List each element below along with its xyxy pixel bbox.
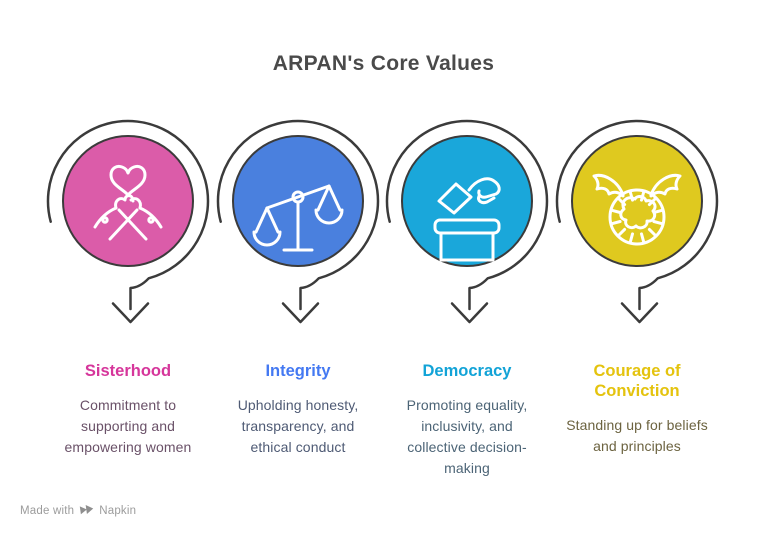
- heart-hands-icon-part: [109, 164, 147, 197]
- winged-lion-icon-part: [647, 197, 657, 207]
- heart-hands-icon-part: [129, 197, 142, 210]
- ballot-box-icon-part: [437, 182, 473, 215]
- down-arrow-icon: [620, 302, 659, 324]
- winged-lion-icon: [592, 173, 682, 246]
- winged-lion-icon-part: [652, 208, 664, 214]
- winged-lion-icon-part: [592, 173, 625, 198]
- winged-lion-icon-part: [628, 232, 634, 244]
- balance-scale-icon-part: [314, 208, 344, 225]
- sisterhood-unit-svg: [46, 119, 210, 324]
- sisterhood-graphic: [43, 103, 213, 335]
- balance-scale-icon-part: [265, 184, 331, 210]
- orbit-arc: [385, 119, 549, 311]
- democracy-unit-svg: [385, 119, 549, 324]
- winged-lion-icon-part: [608, 188, 666, 246]
- integrity-graphic: [213, 103, 383, 335]
- ballot-box-icon-part: [477, 194, 496, 205]
- value-column-courage: Courage of Conviction Standing up for be…: [552, 103, 722, 457]
- value-column-sisterhood: Sisterhood Commitment to supporting and …: [43, 103, 213, 458]
- balance-scale-icon-part: [252, 230, 282, 247]
- made-with-napkin-watermark: Made with Napkin: [20, 503, 136, 519]
- down-arrow-icon: [111, 302, 150, 324]
- heart-hands-icon-part: [93, 206, 118, 229]
- napkin-logo-icon: [78, 502, 95, 520]
- down-arrow-icon: [450, 302, 489, 324]
- napkin-logo-svg: [80, 505, 94, 515]
- ballot-box-icon: [433, 177, 501, 262]
- balance-scale-icon-part: [291, 190, 305, 204]
- heart-hands-icon-part: [101, 216, 109, 224]
- winged-lion-icon-part: [652, 220, 664, 226]
- balance-scale-icon-part: [316, 184, 342, 212]
- heart-hands-icon-part: [114, 194, 135, 210]
- heart-hands-icon-part: [117, 208, 148, 241]
- orbit-arc: [216, 119, 380, 311]
- winged-lion-icon-part: [619, 195, 657, 230]
- balance-scale-icon: [252, 184, 344, 252]
- heart-hands-icon: [93, 164, 163, 241]
- winged-lion-icon-part: [610, 220, 622, 226]
- winged-lion-icon-part: [610, 208, 622, 214]
- winged-lion-icon-part: [617, 227, 627, 237]
- down-arrow-icon: [281, 302, 320, 324]
- balance-scale-icon-part: [254, 206, 280, 234]
- heart-hands-icon-part: [147, 216, 155, 224]
- value-column-integrity: Integrity Upholding honesty, transparenc…: [213, 103, 383, 458]
- made-with-text: Made with: [20, 505, 75, 517]
- winged-lion-icon-part: [640, 190, 646, 202]
- democracy-graphic: [382, 103, 552, 335]
- value-description-sisterhood: Commitment to supporting and empowering …: [64, 397, 192, 455]
- heart-hands-icon-part: [138, 206, 163, 229]
- winged-lion-icon-part: [617, 197, 627, 207]
- winged-lion-icon-part: [640, 232, 646, 244]
- winged-lion-icon-part: [628, 190, 634, 202]
- courage-of-conviction-unit-svg: [555, 119, 719, 324]
- value-label-democracy: Democracy: [422, 362, 512, 380]
- napkin-logo-triangle-1: [80, 506, 88, 515]
- value-description-democracy: Promoting equality, inclusivity, and col…: [406, 397, 528, 476]
- napkin-brand-text: Napkin: [99, 505, 137, 517]
- ballot-box-icon-part: [439, 231, 495, 262]
- winged-lion-icon-part: [647, 227, 657, 237]
- value-column-democracy: Democracy Promoting equality, inclusivit…: [382, 103, 552, 479]
- integrity-unit-svg: [216, 119, 380, 324]
- heart-hands-icon-part: [108, 208, 139, 241]
- value-label-courage: Courage of Conviction: [593, 362, 681, 400]
- napkin-logo-triangle-2: [85, 505, 94, 514]
- courage-graphic: [552, 103, 722, 335]
- page-title: ARPAN's Core Values: [272, 52, 495, 75]
- orbit-arc: [46, 119, 210, 311]
- sisterhood-circle: [62, 135, 194, 267]
- orbit-arc: [555, 119, 719, 311]
- value-label-sisterhood: Sisterhood: [84, 362, 172, 380]
- courage-of-conviction-circle: [571, 135, 703, 267]
- value-description-integrity: Upholding honesty, transparency, and eth…: [237, 397, 359, 455]
- value-label-integrity: Integrity: [265, 362, 331, 380]
- value-description-courage: Standing up for beliefs and principles: [566, 417, 708, 454]
- ballot-box-icon-part: [433, 218, 501, 235]
- winged-lion-icon-part: [649, 173, 682, 198]
